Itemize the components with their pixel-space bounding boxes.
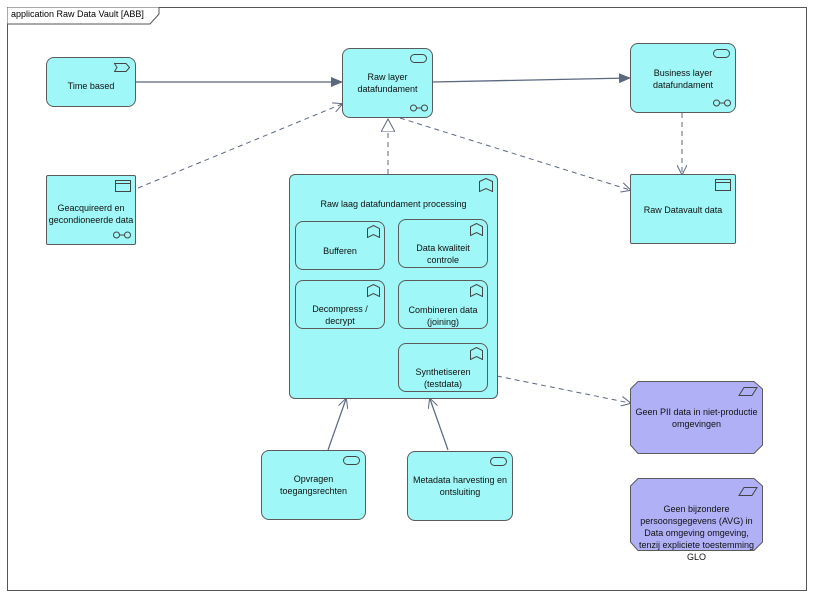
function-icon <box>470 284 483 297</box>
node-kwaliteit[interactable]: Data kwaliteit controle <box>398 219 488 268</box>
node-combineren-label: Combineren data (joining) <box>408 305 478 327</box>
node-geen-avg-shape[interactable] <box>630 478 763 551</box>
edge-opvragen-to-processing <box>327 399 346 451</box>
node-time-based[interactable]: Time based <box>46 57 136 107</box>
node-opvragen[interactable]: Opvragen toegangsrechten <box>261 450 366 520</box>
service-icon <box>343 456 360 465</box>
event-icon <box>114 63 130 72</box>
node-geen-pii-shape[interactable] <box>630 381 763 454</box>
service-icon <box>490 457 507 466</box>
node-raw-datavault[interactable]: Raw Datavault data <box>630 174 736 244</box>
function-icon <box>470 347 483 360</box>
function-icon <box>367 284 380 297</box>
interface-icon <box>113 231 131 239</box>
function-icon <box>470 223 483 236</box>
function-icon <box>367 225 380 238</box>
requirement-icon <box>738 487 758 496</box>
node-time-based-label: Time based <box>67 81 115 91</box>
diagram-frame <box>7 7 807 591</box>
data-object-icon <box>715 179 731 191</box>
node-metadata[interactable]: Metadata harvesting en ontsluiting <box>407 451 513 521</box>
node-bufferen[interactable]: Bufferen <box>295 221 385 270</box>
node-decompress-label: Decompress / decrypt <box>312 304 368 326</box>
node-geacquireerd[interactable]: Geacquireerd en gecondioneerde data <box>46 175 136 245</box>
title-tab <box>7 7 160 25</box>
node-raw-layer-label: Raw layer datafundament <box>357 72 418 94</box>
data-object-icon <box>115 180 131 192</box>
edge-synth-to-pii <box>496 375 630 403</box>
node-business-layer-label: Business layer datafundament <box>652 68 714 90</box>
node-business-layer[interactable]: Business layer datafundament <box>630 43 736 113</box>
function-icon <box>479 178 493 192</box>
edge-raw-to-datavault <box>399 117 630 190</box>
node-raw-layer[interactable]: Raw layer datafundament <box>342 48 433 118</box>
node-bufferen-label: Bufferen <box>323 246 357 256</box>
edge-geacquireerd-to-raw <box>137 104 342 189</box>
interface-icon <box>713 99 731 107</box>
node-geen-avg-label: Geen bijzondere persoonsgegevens (AVG) i… <box>638 504 755 562</box>
node-geen-pii-label: Geen PII data in niet-productie omgeving… <box>635 407 758 429</box>
node-metadata-label: Metadata harvesting en ontsluiting <box>412 475 508 497</box>
edge-raw-to-business <box>432 73 631 84</box>
service-icon <box>410 54 427 63</box>
service-icon <box>713 49 730 58</box>
edge-metadata-to-processing <box>430 399 449 451</box>
node-combineren[interactable]: Combineren data (joining) <box>398 280 488 329</box>
requirement-icon <box>738 387 758 396</box>
interface-icon <box>410 104 428 112</box>
node-kwaliteit-label: Data kwaliteit controle <box>416 243 470 265</box>
node-geacquireerd-label: Geacquireerd en gecondioneerde data <box>48 203 134 225</box>
diagram-title: application Raw Data Vault [ABB] <box>11 9 144 19</box>
node-processing-label: Raw laag datafundament processing <box>320 199 467 209</box>
node-raw-datavault-label: Raw Datavault data <box>643 205 723 215</box>
node-synthetiseren-label: Synthetiseren (testdata) <box>415 367 471 389</box>
node-decompress[interactable]: Decompress / decrypt <box>295 280 385 329</box>
node-synthetiseren[interactable]: Synthetiseren (testdata) <box>398 343 488 392</box>
node-opvragen-label: Opvragen toegangsrechten <box>279 474 348 496</box>
